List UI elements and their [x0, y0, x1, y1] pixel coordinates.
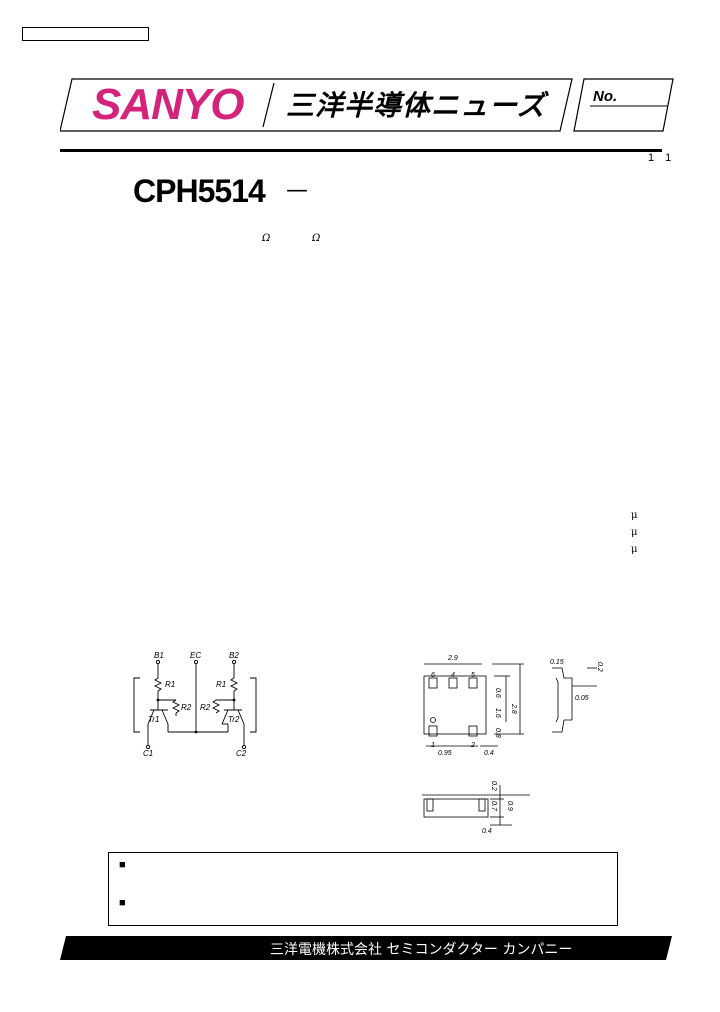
- dim-1.6: 1.6: [494, 708, 501, 718]
- circuit-label-b1: B1: [154, 651, 164, 660]
- dim-0.05: 0.05: [575, 695, 589, 702]
- circuit-label-c2: C2: [236, 749, 247, 758]
- circuit-label-r2-right: R2: [200, 703, 211, 712]
- dim-front-0.2: 0.2: [490, 781, 497, 791]
- package-top-view-drawing: 2.9 6 4 5 1 2 0.6 1.6 2.8 0.8 0.95 0.4 0…: [423, 655, 603, 757]
- document-number-label: No.: [593, 88, 618, 105]
- dim-front-0.9: 0.9: [506, 801, 513, 811]
- dim-front-0.4: 0.4: [482, 828, 492, 835]
- ohm-symbol-r1: Ω: [262, 233, 271, 244]
- pin-6: 6: [431, 672, 435, 679]
- circuit-label-r2-left: R2: [181, 703, 192, 712]
- equivalent-circuit-diagram: B1 EC B2 R1 R2 Tr1 R1 R2 Tr2 C1 C2: [133, 651, 257, 758]
- pin-1: 1: [431, 742, 435, 749]
- dim-0.2: 0.2: [596, 662, 603, 672]
- sanyo-logo: SANYO: [92, 80, 244, 129]
- dim-0.95: 0.95: [438, 750, 452, 757]
- notice-bullet-1: ■: [119, 859, 126, 871]
- package-front-view-drawing: 0.2 0.7 0.9 0.4: [422, 781, 530, 835]
- footer-banner: [60, 936, 672, 960]
- part-number-dash: —: [286, 178, 308, 203]
- notice-bullet-2: ■: [119, 897, 126, 909]
- dim-0.8: 0.8: [494, 728, 501, 738]
- part-number: CPH5514: [133, 173, 266, 209]
- circuit-label-tr2: Tr2: [228, 715, 240, 724]
- circuit-label-r1-left: R1: [165, 680, 175, 689]
- dim-front-0.7: 0.7: [490, 801, 497, 812]
- document-code-box: [22, 27, 149, 41]
- pin-2: 2: [470, 742, 475, 749]
- mu-symbol-2: μ: [631, 527, 638, 538]
- dim-2.9: 2.9: [447, 655, 458, 662]
- header-banner: [60, 78, 674, 132]
- footer-company-name: 三洋電機株式会社 セミコンダクター カンパニー: [270, 942, 573, 958]
- circuit-label-b2: B2: [229, 651, 239, 660]
- notice-box: ■ ■: [108, 852, 618, 926]
- header-rule: [60, 149, 662, 152]
- dim-0.4: 0.4: [484, 750, 494, 757]
- newsletter-title: 三洋半導体ニューズ: [286, 89, 546, 122]
- circuit-label-r1-right: R1: [216, 680, 226, 689]
- page-number: 1 1: [648, 152, 676, 164]
- dim-0.15: 0.15: [550, 659, 564, 666]
- circuit-label-c1: C1: [143, 749, 153, 758]
- pin-5: 5: [471, 672, 475, 679]
- mu-symbol-1: μ: [631, 510, 638, 521]
- mu-symbol-3: μ: [631, 544, 638, 555]
- pin-4: 4: [451, 672, 455, 679]
- circuit-label-tr1: Tr1: [148, 715, 159, 724]
- dim-0.6: 0.6: [494, 688, 501, 698]
- circuit-label-ec: EC: [190, 651, 201, 660]
- ohm-symbol-r2: Ω: [312, 233, 321, 244]
- dim-2.8: 2.8: [510, 703, 517, 714]
